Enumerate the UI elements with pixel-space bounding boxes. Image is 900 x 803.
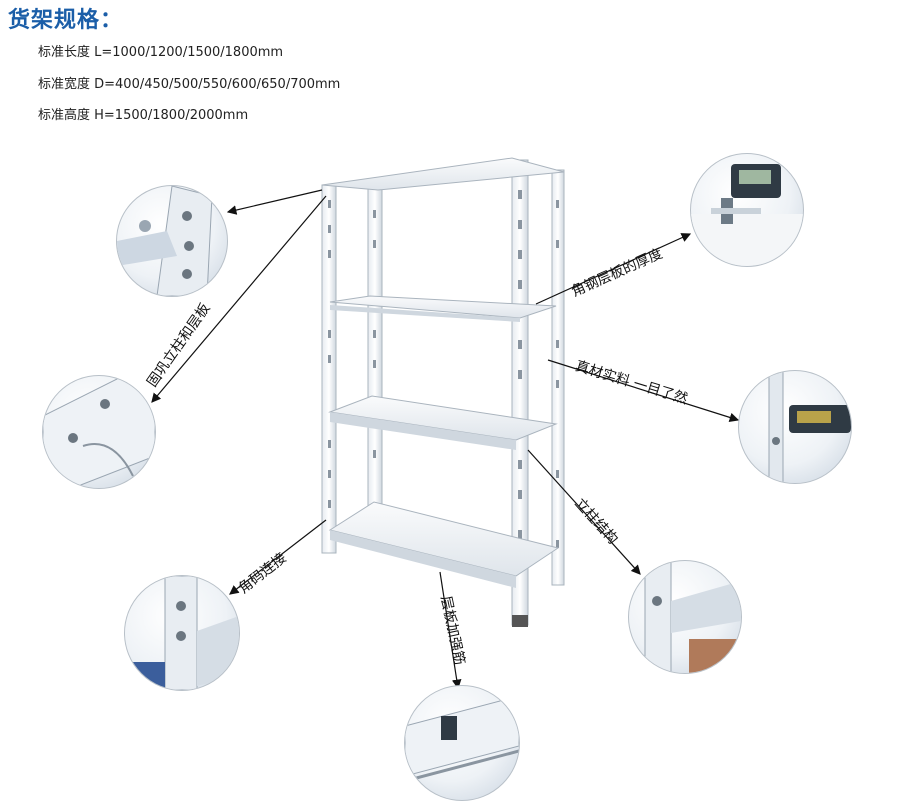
corner-bracket-detail-image xyxy=(124,575,240,691)
spec-width: 标准宽度 D=400/450/500/550/600/650/700mm xyxy=(38,77,341,92)
shelf-rib-detail-image xyxy=(404,685,520,801)
column-structure-detail-image xyxy=(628,560,742,674)
caliper-thickness-detail-image xyxy=(690,153,804,267)
top-shelf xyxy=(321,157,565,191)
shelf-3 xyxy=(328,395,558,441)
caliper-material-detail-image xyxy=(738,370,852,484)
spec-length: 标准长度 L=1000/1200/1500/1800mm xyxy=(38,45,284,60)
foot xyxy=(512,615,528,627)
page-title: 货架规格： xyxy=(8,8,124,33)
front-left-post xyxy=(321,184,337,554)
post-holes xyxy=(328,190,559,569)
shelf-2 xyxy=(329,295,557,319)
back-left-post xyxy=(367,179,383,511)
bolt-detail-image xyxy=(116,185,228,297)
fix-column-detail-image xyxy=(42,375,156,489)
spec-height: 标准高度 H=1500/1800/2000mm xyxy=(38,108,249,123)
back-right-post xyxy=(551,169,565,586)
